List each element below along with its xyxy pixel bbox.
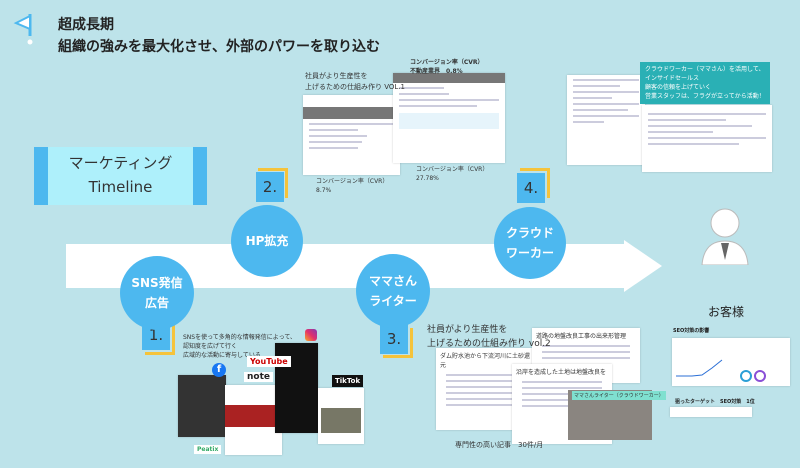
step-3-number: 3. (380, 324, 408, 354)
peatix-logo: Peatix (194, 445, 222, 454)
timeline-arrow-head (624, 240, 662, 292)
timeline-label-line2: Timeline (88, 178, 153, 196)
article-1-title: ダム貯水池から下流河川に土砂還元 (440, 353, 531, 369)
seo-ranking (670, 407, 752, 417)
sns-caption: SNSを使って多角的な情報発信によって、 認知度を広げて行く 広域的な活動に寄与… (183, 334, 297, 359)
chat-screenshot-2 (642, 105, 772, 172)
step-2-number: 2. (256, 172, 284, 202)
step-2-accent (258, 168, 288, 198)
note-screenshot (225, 385, 282, 455)
step-1-accent (145, 325, 175, 355)
step-4-number: 4. (517, 173, 545, 203)
facebook-screenshot (178, 375, 226, 437)
tiktok-screenshot (318, 388, 364, 444)
writer-footer: 専門性の高い記事 30件/月 (455, 441, 544, 449)
step-1-sns[interactable]: SNS発信 広告 (120, 256, 194, 330)
note-logo: note (244, 372, 273, 382)
seo-dashboard (672, 338, 790, 386)
step-2-hp[interactable]: HP拡充 (231, 205, 303, 277)
youtube-logo: YouTube (247, 356, 291, 367)
writer-badge: ママさんライター（クラウドワーカー） (572, 391, 666, 400)
customer-label: お客様 (708, 305, 745, 319)
page-subtitle: 組織の強みを最大化させ、外部のパワーを取り込む (58, 39, 380, 55)
hp-cvr-after: コンバージョン率（CVR） 27.78% (416, 166, 489, 182)
seo-target: 狙ったターゲット SEO対策 1位 (675, 399, 755, 405)
article-3-title: 沿岸を造成した土地は地盤改良を (516, 369, 607, 376)
facebook-icon: f (212, 363, 226, 377)
crowd-worker-caption: クラウドワーカー（ママさん）を活用して、 インサイドセールス 顧客の信頼を上げて… (640, 62, 770, 104)
customer-icon (701, 208, 749, 265)
hp-screenshot-2 (393, 73, 505, 163)
chat-screenshot-1 (567, 75, 645, 165)
seo-chart (676, 359, 766, 382)
step-4-accent (520, 168, 550, 198)
article-2-title: 道路の地盤改良工事の出来形管理 (536, 333, 627, 340)
timeline-label-line1: マーケティング (68, 154, 173, 172)
seo-title: SEO対策の影響 (673, 328, 710, 334)
tiktok-logo: TikTok (332, 375, 364, 387)
hp-screenshot-1 (303, 95, 400, 175)
step-3-mama-writer[interactable]: ママさん ライター (356, 254, 430, 328)
hp-cvr-industry: コンバージョン率（CVR） 不動産業界 0.8% (410, 59, 484, 75)
instagram-icon (305, 329, 317, 341)
hp-caption: 社員がより生産性を 上げるための仕組み作り VOL.1 (305, 72, 405, 91)
hp-cvr-before: コンバージョン率（CVR） 8.7% (316, 178, 389, 194)
page-title: 超成長期 (58, 17, 114, 33)
step-3-accent (383, 328, 413, 358)
timeline-label: マーケティング Timeline (34, 147, 207, 205)
writer-caption: 社員がより生産性を 上げるための仕組み作り vol.2 (427, 325, 551, 349)
step-4-crowd-worker[interactable]: クラウド ワーカー (494, 207, 566, 279)
flag-icon (13, 14, 33, 45)
